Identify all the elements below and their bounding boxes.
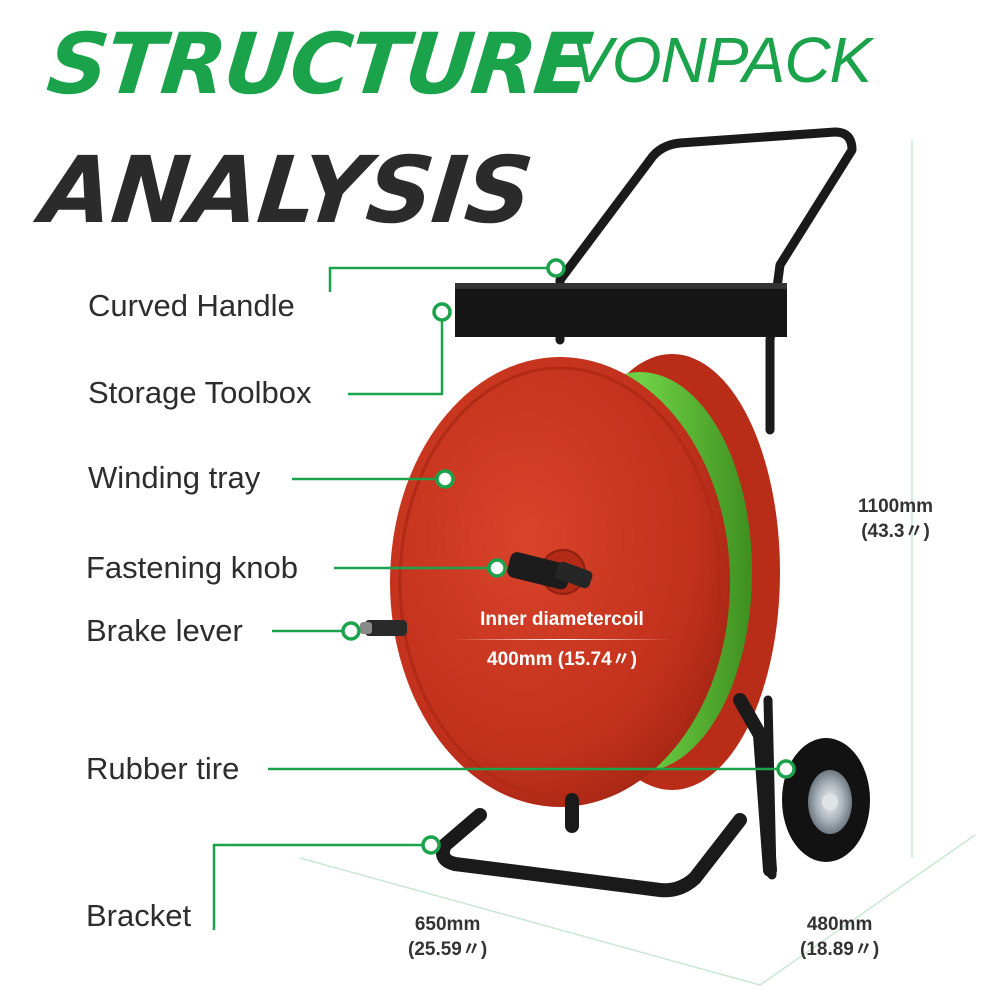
label-curved-handle: Curved Handle: [88, 288, 295, 323]
coil-label: Inner diametercoil: [480, 609, 644, 630]
fastening-knob-bar: [507, 552, 571, 590]
fastening-knob-handle: [555, 561, 593, 589]
storage-toolbox: [455, 283, 787, 337]
dimension-depth-mm: 480mm: [806, 914, 873, 935]
label-winding-tray: Winding tray: [88, 460, 261, 495]
title-line-2: ANALYSIS: [36, 137, 537, 244]
dimension-width-mm: 650mm: [414, 914, 481, 935]
coil-value: 400mm (15.74〃): [487, 649, 637, 670]
dimension-guides: [299, 140, 976, 986]
leader-dots: [341, 258, 796, 855]
coil-inner-diameter: Inner diametercoil 400mm (15.74〃): [442, 610, 682, 669]
dimension-height-in: (43.3〃): [861, 520, 930, 542]
dimension-height-mm: 1100mm: [858, 496, 934, 517]
dimension-depth: 480mm (18.89〃): [800, 913, 879, 962]
rubber-tire: [782, 738, 870, 862]
title-line-1: STRUCTURE: [42, 15, 596, 113]
base-bracket: [436, 693, 777, 898]
dimension-depth-in: (18.89〃): [800, 938, 880, 960]
label-rubber-tire: Rubber tire: [86, 751, 240, 786]
label-fastening-knob: Fastening knob: [86, 550, 298, 585]
coil-divider: [452, 639, 672, 640]
label-brake-lever: Brake lever: [86, 613, 243, 648]
reel-front-rim: [398, 366, 722, 798]
dimension-height: 1100mm (43.3〃): [858, 495, 933, 544]
dimension-width: 650mm (25.59〃): [408, 913, 487, 962]
brand-logo-text: VONPACK: [570, 24, 872, 96]
label-bracket: Bracket: [86, 898, 192, 933]
leader-lines: [212, 266, 786, 930]
label-storage-toolbox: Storage Toolbox: [88, 375, 312, 410]
dimension-width-in: (25.59〃): [408, 938, 488, 960]
brake-lever: [360, 620, 407, 636]
